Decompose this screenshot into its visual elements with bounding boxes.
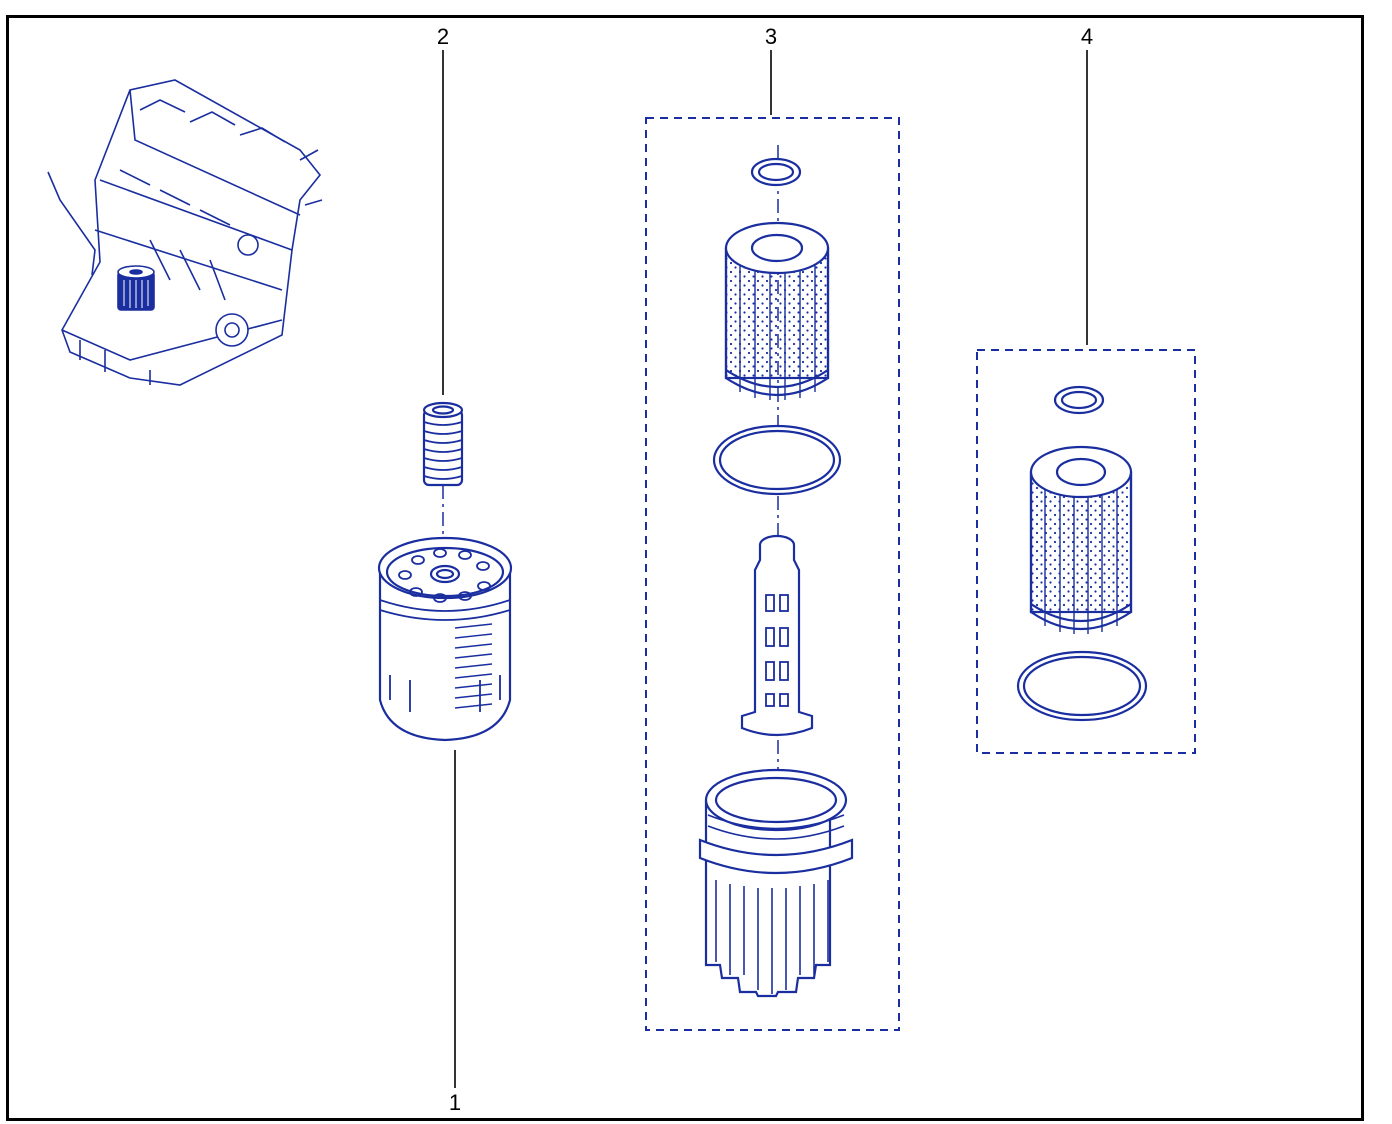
- oil-filter-kit-icon: [698, 157, 854, 998]
- kit3-filter-element: [724, 221, 830, 400]
- kit4-small-o-ring: [1053, 385, 1105, 415]
- leader-lines: [442, 50, 1088, 1088]
- callout-4: 4: [1080, 24, 1094, 49]
- oil-filter-cartridge-icon: [377, 536, 513, 742]
- kit3-housing-cap: [698, 768, 854, 998]
- kit3-small-o-ring: [750, 157, 802, 187]
- kit-box-3: [645, 117, 900, 1031]
- kit3-large-o-ring: [712, 424, 842, 496]
- threaded-adapter-icon: [422, 401, 464, 487]
- callout-3: 3: [764, 24, 778, 49]
- diagram-frame: [6, 15, 1364, 1121]
- engine-thumbnail-icon: [47, 79, 323, 386]
- callout-1: 1: [448, 1090, 462, 1115]
- kit3-center-tube: [740, 534, 814, 737]
- filter-element-kit-icon: [1016, 385, 1148, 722]
- kit-box-4: [976, 349, 1196, 754]
- kit4-large-o-ring: [1016, 650, 1148, 722]
- kit4-filter-element: [1029, 445, 1133, 634]
- kit-boxes: [645, 117, 1196, 1031]
- engine-filter-highlight: [117, 265, 155, 311]
- callout-2: 2: [436, 24, 450, 49]
